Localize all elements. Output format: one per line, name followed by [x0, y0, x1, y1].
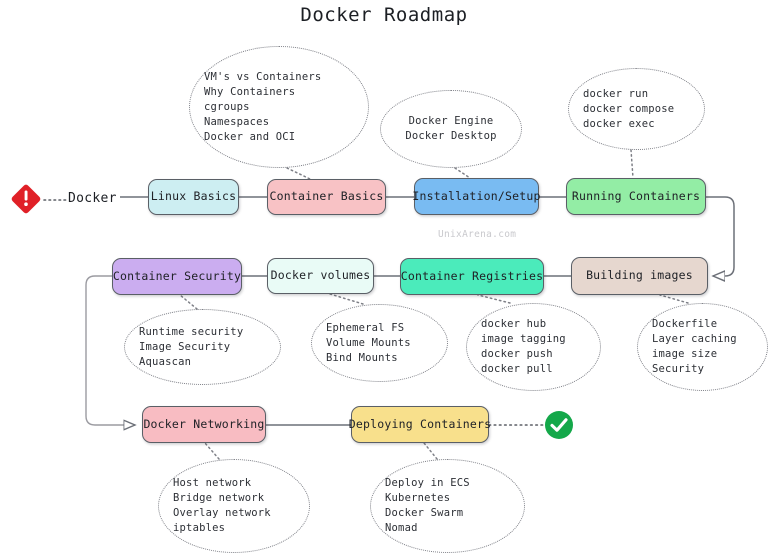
bubble-line: Overlay network	[173, 507, 271, 519]
node-building-images[interactable]: Building images	[571, 257, 708, 295]
bubble-line: Runtime security	[139, 325, 244, 338]
bubble-line: Docker Engine	[408, 115, 494, 127]
bubble-line: Docker Swarm	[385, 507, 464, 519]
node-label: Deploying Containers	[348, 416, 492, 431]
bubble-line: Docker Desktop	[405, 130, 497, 142]
bubble-running-containers-topics: docker run docker compose docker exec	[568, 68, 705, 150]
bubble-line: Volume Mounts	[326, 336, 411, 349]
bubble-line: docker exec	[583, 117, 655, 130]
bubble-line: Nomad	[385, 522, 418, 534]
bubble-line: docker push	[481, 348, 553, 360]
node-label: Container Security	[112, 268, 242, 283]
bubble-container-registries-topics: docker hub image tagging docker push docker…	[466, 303, 601, 391]
bubble-line: docker pull	[481, 363, 553, 375]
node-container-security[interactable]: Container Security	[112, 258, 242, 295]
node-running-containers[interactable]: Running Containers	[566, 178, 706, 215]
node-label: Docker Networking	[143, 416, 265, 431]
node-label: Running Containers	[571, 188, 701, 203]
bubble-line: Deploy in ECS	[385, 477, 470, 489]
node-label: Container Registries	[400, 268, 544, 283]
node-docker-volumes[interactable]: Docker volumes	[267, 258, 374, 294]
bubble-line: Namespaces	[204, 115, 270, 128]
bubble-line: Image Security	[139, 340, 231, 353]
bubble-line: Aquascan	[139, 355, 192, 368]
bubble-line: Ephemeral FS	[326, 321, 405, 334]
node-label: Building images	[586, 268, 693, 283]
bubble-line: Layer caching	[652, 333, 737, 345]
node-label: Docker volumes	[270, 268, 371, 283]
node-container-basics[interactable]: Container Basics	[267, 179, 386, 215]
bubble-line: Docker and OCI	[204, 130, 296, 143]
bubble-line: image size	[652, 348, 718, 360]
node-installation-setup[interactable]: Installation/Setup	[412, 178, 541, 215]
bubble-line: cgroups	[204, 100, 250, 113]
check-circle-icon	[545, 411, 573, 439]
bubble-line: docker run	[583, 87, 649, 100]
node-linux-basics[interactable]: Linux Basics	[148, 179, 239, 215]
node-container-registries[interactable]: Container Registries	[400, 258, 544, 295]
alert-diamond-icon	[11, 184, 41, 214]
bubble-line: image tagging	[481, 333, 566, 345]
page-title: Docker Roadmap	[300, 4, 468, 26]
bubble-line: Bridge network	[173, 492, 265, 504]
bubble-line: Dockerfile	[652, 318, 718, 330]
bubble-line: iptables	[173, 522, 226, 534]
node-label: Installation/Setup	[412, 188, 541, 203]
bubble-line: Host network	[173, 477, 252, 489]
bubble-line: docker hub	[481, 318, 547, 330]
node-deploying-containers[interactable]: Deploying Containers	[348, 406, 492, 443]
watermark: UnixArena.com	[438, 229, 517, 240]
bubble-line: Kubernetes	[385, 492, 451, 504]
node-docker-networking[interactable]: Docker Networking	[142, 406, 266, 443]
bubble-line: VM's vs Containers	[204, 70, 322, 83]
start-label: Docker	[68, 191, 117, 206]
bubble-line: Security	[652, 363, 705, 375]
node-label: Linux Basics	[150, 189, 237, 204]
bubble-line: Why Containers	[204, 85, 296, 98]
node-label: Container Basics	[269, 189, 384, 204]
bubble-line: Bind Mounts	[326, 351, 398, 364]
bubble-line: docker compose	[583, 102, 675, 115]
